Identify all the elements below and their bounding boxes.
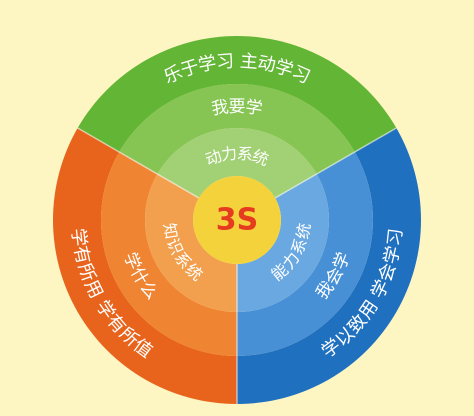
sector-knowledge-system-ring	[145, 174, 237, 312]
sector-motivation-system-ring	[157, 128, 317, 198]
sector-ability-outer-ring	[237, 128, 421, 404]
sector-motivation-question-label: 我要学	[210, 97, 264, 119]
sector-knowledge-outer-ring	[52, 128, 237, 404]
sector-divider-1	[77, 127, 200, 199]
sector-ability-system-ring	[237, 174, 329, 312]
center-label: 3S	[216, 203, 258, 238]
center-disc	[193, 176, 281, 264]
sector-knowledge-question-ring	[100, 152, 237, 356]
sector-ability-question-ring	[237, 152, 373, 356]
sector-motivation-question-textpath: 我要学	[210, 97, 264, 119]
sector-motivation-outer-ring	[77, 36, 397, 152]
sector-divider-2	[274, 127, 397, 199]
sector-motivation-question-ring	[119, 84, 355, 174]
